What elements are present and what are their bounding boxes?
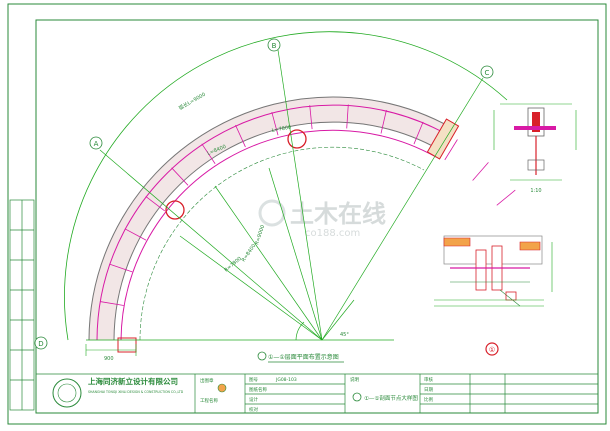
approver-label: 审核: [424, 376, 433, 383]
slab-joint: [309, 105, 313, 130]
arc-label-outer: 弧长L=9000: [178, 91, 207, 112]
axis-marker-c: C: [485, 69, 490, 77]
detail-top-right: 1:10: [493, 103, 577, 194]
slab-joint: [124, 228, 147, 241]
arc-label-inner: L=7800: [271, 125, 291, 134]
drawing-no-label: 图号: [249, 377, 258, 383]
section-marker: [485, 342, 499, 356]
slab-outer-line: [96, 104, 449, 341]
axis-markers: [34, 38, 494, 350]
slab-joint: [235, 124, 246, 148]
axis-marker-d: D: [38, 340, 43, 348]
checker-label: 校对: [249, 406, 258, 413]
company-name-en: SHANGHAI TONGJI XINLI DESIGN & CONSTRUCT…: [88, 390, 184, 394]
sheet-title-label: 图纸名称: [249, 386, 267, 393]
slab-inner-line: [120, 129, 437, 341]
inner-guide-arc: [139, 146, 425, 341]
slab-joint: [271, 111, 279, 136]
detail-scale: 1:10: [530, 188, 541, 194]
band-inner-edge: [113, 121, 441, 341]
dim-angle: 45°: [340, 332, 349, 338]
end-cap-right: [426, 118, 460, 160]
dim-left-width: 900: [104, 356, 114, 362]
company-name: 上海同济新立设计有限公司: [88, 376, 178, 386]
radius-label-2: R=8400: [241, 243, 258, 263]
axis-marker-a: A: [94, 140, 99, 148]
company-logo: [52, 378, 82, 408]
scale-label: 比例: [424, 396, 433, 403]
slab-joint: [380, 110, 387, 134]
plan-title: ①—①层面平面布置示意图: [268, 353, 339, 361]
remark-label: 说明: [350, 376, 359, 383]
project-label: 工程名称: [200, 397, 218, 404]
section-title-marker: [352, 392, 362, 402]
stamp-label: 出图章: [200, 377, 214, 384]
slab-joint: [145, 196, 166, 212]
slab-joint: [201, 143, 216, 164]
section-title: ①—①剖面节点大样图: [364, 394, 418, 402]
slab-joint: [472, 162, 489, 181]
outer-frame: [7, 3, 607, 425]
section-detail: ①: [434, 235, 553, 356]
slab-joint: [346, 104, 349, 129]
date-label: 日期: [424, 387, 433, 393]
slab-joint: [413, 121, 424, 145]
slab-joint: [109, 263, 133, 273]
slab-joint: [444, 139, 458, 161]
radius-label-1: R=9000: [254, 224, 266, 245]
detail-circle-2: [287, 129, 307, 149]
slab-segments: [100, 104, 516, 306]
radial-lines: [99, 49, 484, 341]
detail-circle-1: [165, 200, 185, 220]
watermark-sub: co188.com: [305, 228, 360, 239]
title-block: [36, 373, 598, 413]
slab-joint: [496, 189, 516, 206]
slab-joint: [100, 301, 124, 306]
watermark: 土木在线 co188.com: [258, 199, 386, 239]
stamp-icon: [217, 383, 227, 393]
drawing-no: JG08-103: [275, 377, 297, 383]
arc-plan: A B C D 弧长L=9000 L=8400 L=7800 R=9000 R=…: [34, 31, 516, 363]
band-outer-edge: [88, 96, 453, 341]
binding-strip: [9, 199, 35, 411]
watermark-text: 土木在线: [290, 200, 386, 228]
outer-dimension-arc: [64, 31, 508, 341]
plan-title-marker: [257, 351, 267, 361]
designer-label: 设计: [249, 396, 258, 403]
inner-frame: [35, 19, 599, 414]
section-marker-label: ①: [489, 346, 495, 354]
axis-marker-b: B: [272, 42, 277, 50]
angle-arc: [295, 321, 305, 341]
slab-joint: [171, 167, 189, 186]
